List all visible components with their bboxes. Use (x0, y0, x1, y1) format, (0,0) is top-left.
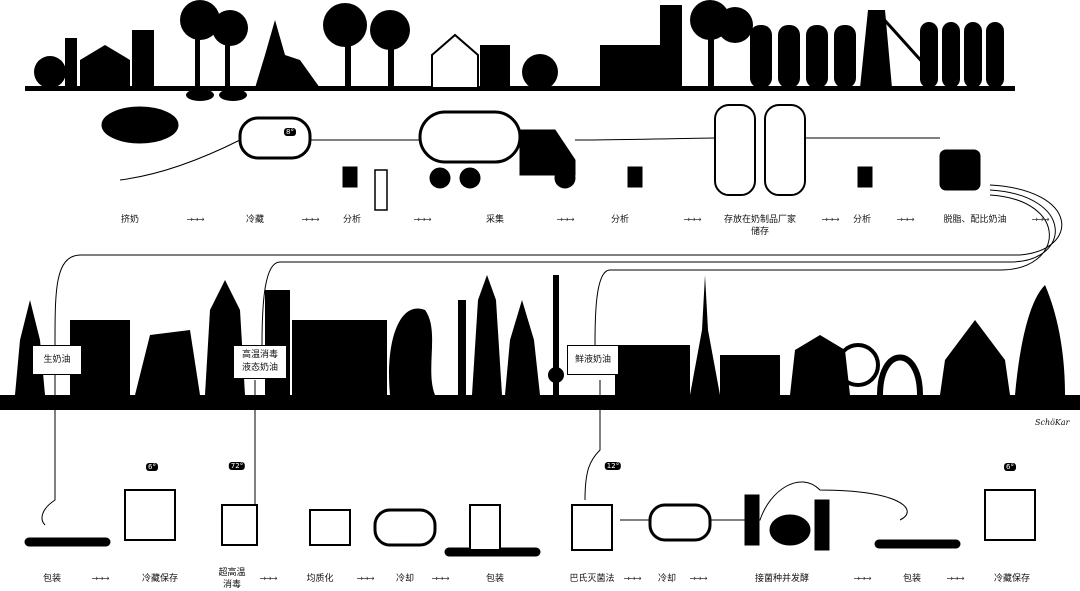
top-skyline (25, 0, 1015, 101)
step-factory-storage-line2: 储存 (750, 227, 770, 237)
flow-arrow: →→→ (259, 574, 277, 583)
flow-arrow: →→→ (896, 215, 914, 224)
flow-arrow: →→→ (186, 215, 204, 224)
step-skimming: 脱脂、配比奶油 (943, 215, 1007, 225)
product-uht-liquid-cream: 高温消毒液态奶油 (233, 345, 287, 379)
step-cooling-1: 冷却 (395, 574, 415, 584)
flow-arrow: →→→ (413, 215, 431, 224)
top-row-equipment (101, 104, 981, 211)
pipes (41, 137, 1063, 526)
step-factory-storage-line1: 存放在奶制品厂家 (723, 215, 797, 225)
bottom-row-equipment (24, 489, 1036, 557)
artist-signature: SchöKar (1035, 418, 1070, 427)
flow-arrow: →→→ (556, 215, 574, 224)
step-homogenize: 均质化 (306, 574, 334, 584)
flow-arrow: →→→ (431, 574, 449, 583)
flow-arrow: →→→ (91, 574, 109, 583)
step-analysis-3: 分析 (852, 215, 872, 225)
flow-arrow: →→→ (821, 215, 839, 224)
step-uht-line2: 消毒 (222, 580, 242, 590)
flow-arrow: →→→ (301, 215, 319, 224)
flow-arrow: →→→ (683, 215, 701, 224)
step-uht: 超高温消毒 (218, 567, 245, 591)
step-cold-storage-2: 冷藏保存 (993, 574, 1031, 584)
step-milking: 挤奶 (120, 215, 140, 225)
step-uht-line1: 超高温 (218, 568, 246, 578)
step-ferment: 接菌种并发酵 (754, 574, 810, 584)
product-fresh-cream: 鲜液奶油 (567, 345, 619, 375)
flow-arrow: →→→ (689, 574, 707, 583)
tank-temperature: 8° (284, 128, 296, 136)
step-factory-storage: 存放在奶制品厂家储存 (724, 214, 796, 238)
step-analysis-2: 分析 (610, 215, 630, 225)
product-uht-line1: 高温消毒 (241, 350, 278, 360)
step-packaging-1: 包装 (42, 574, 62, 584)
product-raw-cream: 生奶油 (32, 345, 82, 375)
step-pasteurize: 巴氏灭菌法 (569, 574, 615, 584)
flow-arrow: →→→ (623, 574, 641, 583)
flow-arrow: →→→ (853, 574, 871, 583)
step-collection: 采集 (485, 215, 505, 225)
temp-cold-storage-1: 6° (146, 463, 158, 471)
city-skyline (0, 275, 1080, 410)
step-analysis-1: 分析 (342, 215, 362, 225)
step-cold-storage-1: 冷藏保存 (141, 574, 179, 584)
step-packaging-2: 包装 (485, 574, 505, 584)
step-refrigerate: 冷藏 (245, 215, 265, 225)
temp-pasteurize: 12° (604, 462, 622, 470)
step-packaging-3: 包装 (902, 574, 922, 584)
temp-cold-storage-2: 6° (1004, 463, 1016, 471)
product-uht-line2: 液态奶油 (241, 363, 278, 373)
temp-uht: 72° (228, 462, 246, 470)
step-cooling-2: 冷却 (657, 574, 677, 584)
flow-arrow: →→→ (1031, 215, 1049, 224)
flow-arrow: →→→ (946, 574, 964, 583)
flow-arrow: →→→ (356, 574, 374, 583)
